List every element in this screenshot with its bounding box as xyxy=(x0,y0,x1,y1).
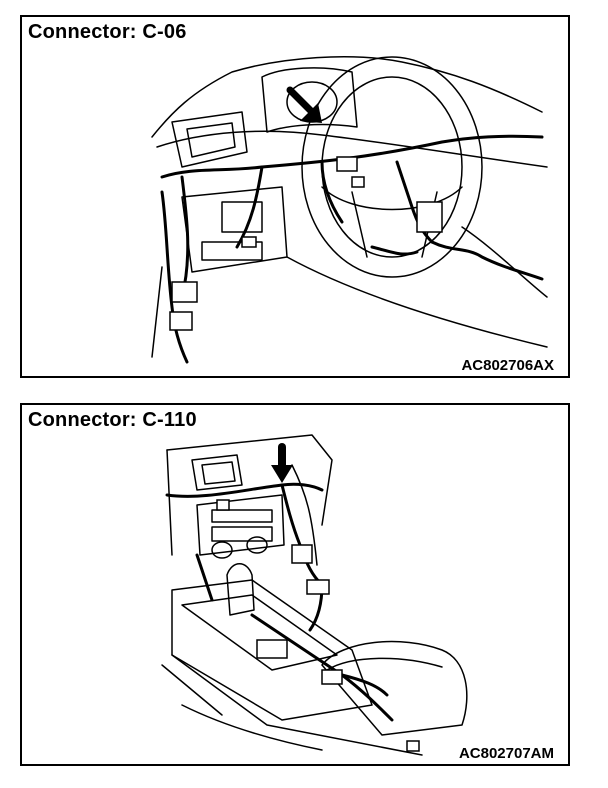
illustration-code: AC802707AM xyxy=(458,745,554,762)
panel-title: Connector: C-110 xyxy=(28,409,197,431)
arrow-down-icon xyxy=(271,443,293,483)
connector-c110-panel: Connector: C-110 xyxy=(20,403,570,766)
connector-c06-panel: Connector: C-06 xyxy=(20,15,570,378)
console-wiring-illustration xyxy=(161,434,468,756)
arrow-down-right-icon xyxy=(286,86,322,123)
dashboard-wiring-illustration xyxy=(151,56,548,364)
panel-title: Connector: C-06 xyxy=(28,21,187,43)
illustration-code: AC802706AX xyxy=(461,357,554,374)
